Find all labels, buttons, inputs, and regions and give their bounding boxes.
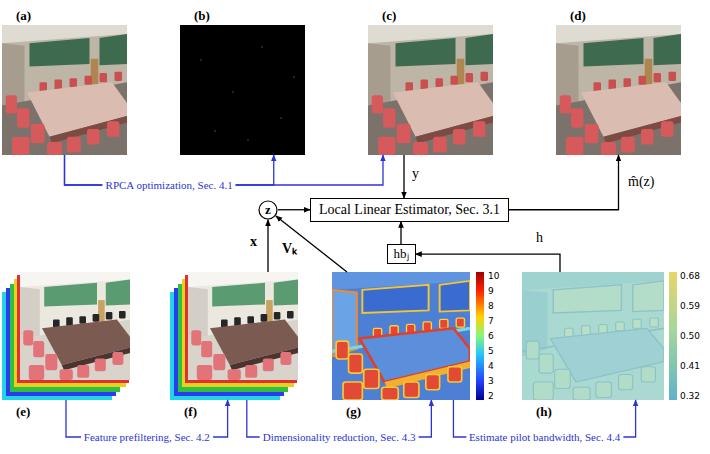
colorbar-tick: 2 bbox=[488, 392, 494, 401]
sparse-residual bbox=[261, 46, 263, 48]
sparse-residual bbox=[247, 139, 249, 141]
process-box: Local Linear Estimator, Sec. 3.1 bbox=[310, 198, 509, 222]
noisy-render bbox=[2, 25, 127, 155]
step-caption: Feature prefiltering, Sec. 4.2 bbox=[81, 431, 213, 443]
data-arrow bbox=[278, 209, 310, 210]
colorbar-tick: 8 bbox=[488, 302, 494, 311]
feature-stack bbox=[2, 272, 130, 400]
colorbar-tick: 0.68 bbox=[680, 272, 700, 281]
step-caption: Dimensionality reduction, Sec. 4.3 bbox=[260, 431, 419, 443]
data-arrow bbox=[403, 155, 404, 198]
colorbar-tick: 5 bbox=[488, 347, 494, 356]
sparse-residual bbox=[280, 117, 282, 119]
colorbar-tick: 9 bbox=[488, 287, 494, 296]
colorbar-tick: 4 bbox=[488, 362, 494, 371]
dimension-heatmap bbox=[332, 272, 470, 400]
colorbar-tick: 0.32 bbox=[680, 392, 700, 401]
process-box: hbⱼ bbox=[387, 244, 416, 264]
feature-stack bbox=[170, 272, 298, 400]
panel-label: (c) bbox=[382, 8, 396, 23]
image-panel: (d) bbox=[556, 25, 681, 155]
data-arrow bbox=[267, 220, 268, 272]
panel-label: (e) bbox=[16, 404, 30, 419]
panel-label: (g) bbox=[346, 404, 361, 419]
data-arrow bbox=[276, 216, 347, 272]
colorbar-tick: 0.50 bbox=[680, 332, 700, 341]
panel-label: (b) bbox=[194, 8, 210, 23]
colorbar-tick: 0.59 bbox=[680, 302, 700, 311]
sparse-residual bbox=[232, 91, 234, 93]
data-arrow bbox=[509, 155, 619, 210]
data-arrow bbox=[400, 222, 401, 245]
colorbar-tick: 10 bbox=[488, 272, 499, 281]
image-panel: (g) bbox=[332, 272, 470, 400]
colorbar bbox=[476, 272, 484, 400]
colorbar-tick: 3 bbox=[488, 377, 494, 386]
operator-circle: z bbox=[258, 200, 278, 220]
sparse-residual bbox=[293, 76, 295, 78]
signal-label: m̂(z) bbox=[627, 174, 655, 189]
signal-label: h bbox=[535, 230, 544, 245]
signal-label: y bbox=[411, 166, 420, 181]
sparse-residual bbox=[180, 25, 305, 155]
node-label: z bbox=[258, 200, 278, 220]
sparse-residual bbox=[200, 59, 202, 61]
panel-label: (d) bbox=[570, 8, 586, 23]
filtered-render bbox=[556, 25, 681, 155]
bandwidth-heatmap bbox=[522, 272, 664, 400]
data-arrow bbox=[416, 254, 561, 272]
feature-stack bbox=[20, 272, 130, 380]
panel-label: (f) bbox=[184, 404, 197, 419]
circle-outline bbox=[259, 201, 277, 219]
panel-label: (h) bbox=[536, 404, 552, 419]
image-panel: (f) bbox=[170, 272, 298, 400]
colorbar bbox=[669, 272, 677, 400]
image-panel: (a) bbox=[2, 25, 127, 155]
image-panel: (c) bbox=[368, 25, 493, 155]
image-panel: (h) bbox=[522, 272, 664, 400]
step-caption: RPCA optimization, Sec. 4.1 bbox=[103, 179, 236, 191]
step-caption: Estimate pilot bandwidth, Sec. 4.4 bbox=[466, 431, 623, 443]
low-rank-render bbox=[368, 25, 493, 155]
sparse-residual bbox=[180, 25, 305, 155]
signal-label: Vₖ bbox=[281, 241, 298, 256]
node-label: Local Linear Estimator, Sec. 3.1 bbox=[319, 201, 500, 219]
colorbar-tick: 0.41 bbox=[680, 362, 700, 371]
colorbar-tick: 6 bbox=[488, 332, 494, 341]
image-panel: (e) bbox=[2, 272, 130, 400]
sparse-residual bbox=[214, 130, 216, 132]
signal-label: x bbox=[249, 234, 258, 249]
panel-label: (a) bbox=[16, 8, 31, 23]
node-label: hbⱼ bbox=[394, 246, 409, 262]
colorbar-tick: 7 bbox=[488, 317, 494, 326]
image-panel: (b) bbox=[180, 25, 305, 155]
feature-stack bbox=[188, 272, 298, 380]
